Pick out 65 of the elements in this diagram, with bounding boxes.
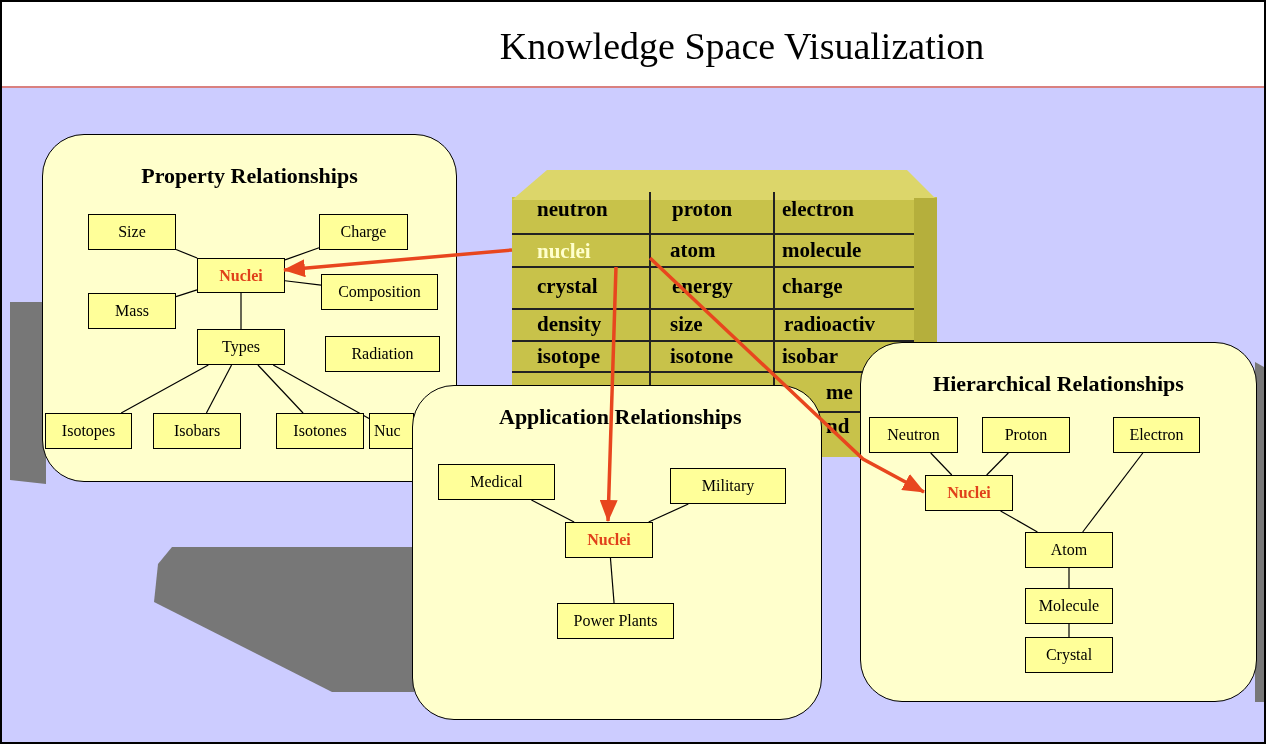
table-term: isotone [670,346,733,367]
connector-line [986,452,1009,476]
connector-line [175,248,198,259]
term-box: Medical [438,464,555,500]
table-term: proton [672,199,733,220]
connector-line [175,289,198,298]
panel-title: Application Relationships [499,404,742,430]
term-box: Nuc [369,413,414,449]
arrow [648,256,925,494]
connector-line [530,499,575,523]
connector-line [205,364,233,414]
connector-line [1068,567,1070,589]
term-box: Radiation [325,336,440,372]
term-box: Nuclei [565,522,653,558]
table-term: neutron [537,199,608,220]
table-term: radioactiv [784,314,875,335]
connector-line [930,452,953,476]
term-box: Molecule [1025,588,1113,624]
term-box: Electron [1113,417,1200,453]
term-box: Neutron [869,417,958,453]
term-box: Crystal [1025,637,1113,673]
table-term: size [670,314,703,335]
table-term: isotope [537,346,600,367]
term-box: Charge [319,214,408,250]
table-term: isobar [782,346,838,367]
arrow [283,248,513,278]
term-box: Proton [982,417,1070,453]
term-box: Atom [1025,532,1113,568]
term-box: Power Plants [557,603,674,639]
panel-title: Property Relationships [141,163,358,189]
connector-line [257,364,304,414]
arrow [599,266,618,522]
term-box: Mass [88,293,176,329]
table-term: nuclei [512,234,650,267]
connector-line [1000,510,1038,533]
term-box: Size [88,214,176,250]
connector-line [1082,452,1144,533]
connector-line [272,364,370,420]
relationship-panel [860,342,1257,702]
table-term: atom [670,240,716,261]
connector-line [284,247,320,261]
term-box: Military [670,468,786,504]
term-box: Types [197,329,285,365]
table-term: me [826,382,853,403]
connector-line [240,292,242,330]
table-term: molecule [782,240,862,261]
panel-title: Hierarchical Relationships [933,371,1184,397]
connector-line [120,364,209,414]
connector-line [284,280,322,286]
term-box: Nuclei [925,475,1013,511]
term-box: Isobars [153,413,241,449]
relationship-panel [412,385,822,720]
table-term: density [537,314,602,335]
connector-line [648,503,689,523]
table-term: electron [782,199,854,220]
term-box: Nuclei [197,258,285,293]
connector-line [1068,623,1070,638]
term-box: Isotones [276,413,364,449]
connector-line [609,557,615,604]
diagram-title: Knowledge Space Visualization [499,24,985,68]
term-box: Composition [321,274,438,310]
table-term: crystal [537,276,598,297]
table-term: charge [782,276,843,297]
term-box: Isotopes [45,413,132,449]
relationship-panel [42,134,457,482]
